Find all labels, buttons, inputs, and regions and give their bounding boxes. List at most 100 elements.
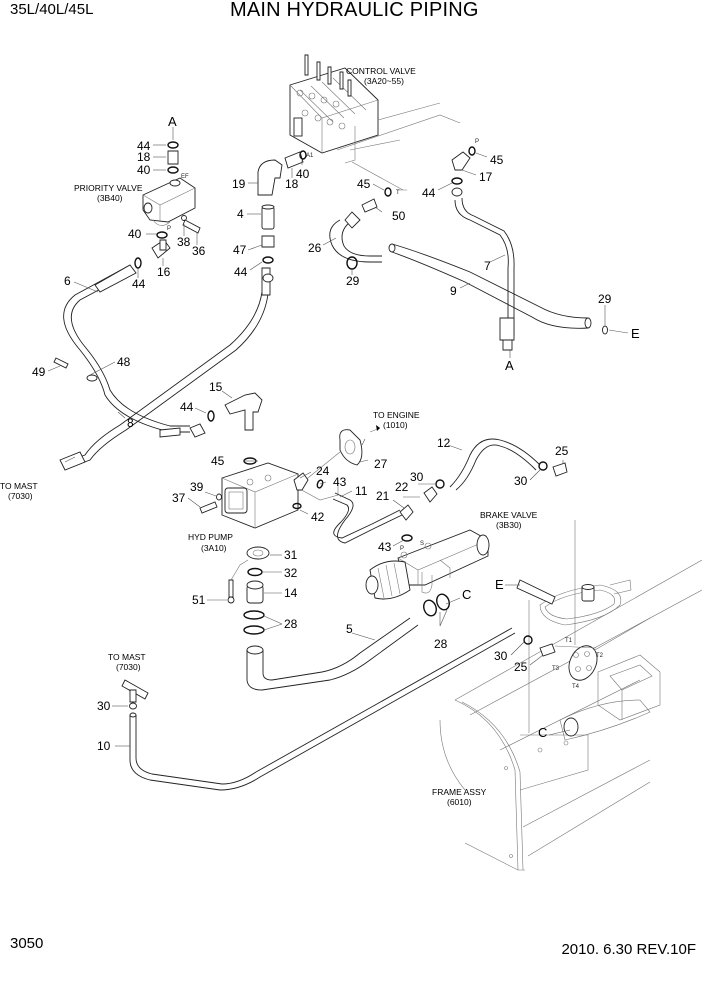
part-label: 42: [311, 510, 325, 524]
part-label: 51: [192, 593, 206, 607]
part-label: 25: [514, 660, 528, 674]
part-label: 50: [392, 209, 406, 223]
control-valve: [289, 54, 461, 191]
part-label: 40: [128, 227, 142, 241]
part-label: 18: [285, 177, 299, 191]
part-label: 18: [137, 150, 151, 164]
part-label: 37: [172, 491, 186, 505]
priority-valve-name: PRIORITY VALVE: [74, 183, 143, 193]
part-label: 12: [437, 436, 451, 450]
part-label: 47: [233, 243, 247, 257]
part-label: 7: [484, 259, 491, 273]
part-label: 36: [192, 244, 206, 258]
part-label: 43: [378, 540, 392, 554]
port-label: T3: [552, 666, 560, 672]
connection-refs: A A E E C C: [168, 114, 640, 740]
page-number: 3050: [10, 935, 44, 952]
part-label: 44: [180, 400, 194, 414]
control-valve-ref: (3A20~55): [364, 76, 404, 86]
revision-label: 2010. 6.30 REV.10F: [561, 941, 696, 958]
part-label: 24: [316, 464, 330, 478]
brake-valve-ref: (3B30): [496, 520, 522, 530]
to-engine-ref: (1010): [383, 420, 408, 430]
part-label: 27: [374, 457, 388, 471]
part-label: 48: [117, 355, 131, 369]
part-label: 44: [137, 139, 151, 153]
part-label: 39: [190, 480, 204, 494]
brake-valve-name: BRAKE VALVE: [480, 510, 538, 520]
port-label: P: [475, 139, 479, 145]
hyd-pump-name: HYD PUMP: [188, 532, 233, 542]
port-label: T2: [596, 653, 604, 659]
part-label: 30: [97, 699, 111, 713]
part-label: 29: [346, 274, 360, 288]
hydraulic-pump: [221, 451, 341, 529]
port-label: T: [396, 190, 400, 196]
hyd-pump-ref: (3A10): [201, 543, 227, 553]
part-label: 45: [357, 177, 371, 191]
brake-valve: [365, 529, 490, 600]
part-label: 28: [284, 617, 298, 631]
part-label: 16: [157, 265, 171, 279]
frame-assy-ref: (6010): [447, 797, 472, 807]
part-label: 25: [555, 444, 569, 458]
ref-a-top: A: [168, 114, 177, 129]
to-mast-lower-ref: (7030): [116, 662, 141, 672]
port-label: P: [400, 546, 404, 552]
to-mast-lower-name: TO MAST: [108, 652, 146, 662]
ref-a-bottom: A: [505, 358, 514, 373]
leader-lines: [47, 127, 629, 747]
part-label: 30: [494, 649, 508, 663]
part-label: 30: [514, 474, 528, 488]
port-labels: A1 T P EF P P S T1 T2 T3 T4: [167, 139, 604, 690]
part-label: 8: [127, 416, 134, 430]
part-label: 6: [64, 274, 71, 288]
ref-c-frame: C: [538, 725, 547, 740]
to-engine-name: TO ENGINE: [373, 410, 420, 420]
part-label: 26: [308, 241, 322, 255]
part-label: 32: [284, 566, 298, 580]
part-label: 10: [97, 739, 111, 753]
page-title: MAIN HYDRAULIC PIPING: [230, 0, 479, 21]
part-label: 49: [32, 365, 46, 379]
part-label: 22: [395, 480, 409, 494]
part-label: 45: [490, 153, 504, 167]
part-label: 45: [211, 454, 225, 468]
part-label: 15: [209, 380, 223, 394]
port-label: T4: [572, 684, 580, 690]
part-label: 4: [237, 207, 244, 221]
frame-assy-name: FRAME ASSY: [432, 787, 487, 797]
priority-valve: [142, 177, 196, 226]
part-label: 40: [137, 163, 151, 177]
part-label: 38: [177, 235, 191, 249]
part-label: 40: [296, 167, 310, 181]
part-label: 28: [434, 637, 448, 651]
fittings: [53, 141, 608, 710]
part-label: 44: [422, 186, 436, 200]
port-label: P: [167, 226, 171, 232]
part-label: 44: [234, 265, 248, 279]
port-label: T1: [565, 638, 573, 644]
part-label: 43: [333, 475, 347, 489]
part-label: 44: [132, 277, 146, 291]
hoses: [59, 197, 592, 791]
frame-assembly: [439, 520, 702, 871]
part-label: 11: [355, 484, 368, 498]
port-label: EF: [181, 174, 189, 180]
to-mast-upper-name: TO MAST: [0, 481, 38, 491]
ref-e-frame: E: [495, 577, 504, 592]
part-label: 14: [284, 586, 298, 600]
model-label: 35L/40L/45L: [10, 1, 94, 18]
priority-valve-ref: (3B40): [97, 193, 123, 203]
part-label: 29: [598, 292, 612, 306]
part-label: 31: [284, 548, 298, 562]
part-label: 21: [376, 489, 390, 503]
part-label: 30: [410, 470, 424, 484]
ref-e-right: E: [631, 326, 640, 341]
part-label: 5: [346, 622, 353, 636]
part-label: 17: [479, 170, 493, 184]
part-label: 9: [450, 284, 457, 298]
control-valve-name: CONTROL VALVE: [346, 66, 416, 76]
port-label: A1: [306, 153, 314, 159]
